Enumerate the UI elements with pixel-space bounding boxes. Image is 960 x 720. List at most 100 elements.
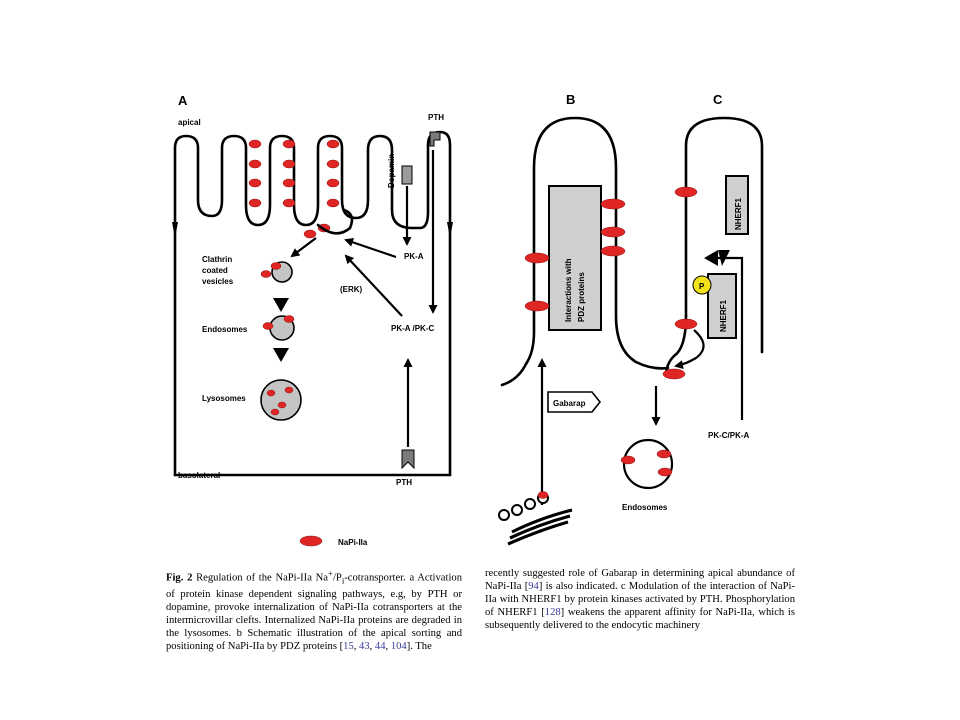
napi-transporter [674, 318, 698, 330]
tight-junction [172, 222, 178, 238]
napi-transporter [524, 300, 550, 312]
napi-fragment [284, 386, 294, 394]
napi-transporter [600, 245, 626, 257]
endosome [622, 438, 674, 490]
pkc-to-pit-arrow [344, 254, 403, 317]
kinase-arrowhead [718, 250, 730, 266]
caption-ref[interactable]: 44 [374, 641, 386, 653]
napi-transporter [270, 262, 282, 270]
pka-label: PK-A [404, 252, 424, 261]
pdz-label: Interactions with [564, 258, 573, 322]
phosphate-label: P [699, 282, 705, 291]
down-arrowhead [273, 298, 289, 312]
panel-c-membrane [684, 116, 764, 354]
pka-pkc-label: PK-A /PK-C [391, 324, 434, 333]
lysosomes-label: Lysosomes [202, 394, 246, 403]
caption-end: ]. The [406, 641, 432, 653]
napi-transporter [282, 139, 296, 149]
napi-transporter [260, 270, 272, 278]
pka-to-pit-arrow [344, 237, 397, 259]
panel-a-letter: A [178, 93, 188, 108]
napi-fragment [277, 401, 287, 409]
napi-transporter [303, 229, 317, 239]
napi-transporter [262, 322, 274, 330]
erk-label: (ERK) [340, 285, 363, 294]
legend: NaPi-IIa [299, 535, 368, 547]
panel-a: A apical basolateral PTH Dopamin [172, 93, 453, 487]
napi-transporter [248, 139, 262, 149]
tight-junction [447, 222, 453, 238]
kinase-arrowhead [704, 250, 718, 266]
napi-transporter [656, 449, 672, 459]
napi-transporter [620, 455, 636, 465]
napi-fragment [270, 408, 280, 416]
caption-ref[interactable]: 104 [390, 641, 407, 653]
caption-sub: i [341, 575, 345, 586]
panel-c: C NHERF1 NHERF1 P PK-C/PK-A Endosomes [620, 92, 764, 512]
apical-label: apical [178, 118, 201, 127]
napi-transporter [248, 159, 262, 169]
basolateral-label: basolateral [178, 471, 220, 480]
panel-c-pit-membrane [664, 314, 688, 378]
napi-transporter [657, 467, 673, 477]
panel-b-letter: B [566, 92, 575, 107]
dopamin-receptor [401, 165, 413, 185]
panel-c-letter: C [713, 92, 723, 107]
caption-body: ] is also indicated. c Modulation of the… [485, 581, 795, 619]
down-arrowhead [273, 348, 289, 362]
clathrin-label: Clathrin [202, 255, 232, 264]
panel-b-microvillus-membrane [500, 116, 670, 387]
gabarap-label: Gabarap [553, 399, 586, 408]
nherf1-label: NHERF1 [719, 299, 728, 332]
golgi-stack [498, 491, 573, 546]
napi-transporter [282, 198, 296, 208]
napi-transporter [326, 178, 340, 188]
napi-transporter [282, 159, 296, 169]
napi-transporter [674, 186, 698, 198]
napi-transporter [283, 315, 295, 323]
caption-body: -cotransporter. a Activation of protein … [166, 572, 462, 653]
caption-body: ] weakens the apparent affinity for NaPi… [485, 607, 795, 632]
napi-transporter [326, 159, 340, 169]
figure-caption-left: Fig. 2 Regulation of the NaPi-IIa Na+/Pi… [166, 568, 462, 653]
pth-receptor [429, 131, 441, 147]
caption-ref[interactable]: 128 [544, 607, 561, 619]
apical-membrane [173, 130, 452, 477]
pth-bottom-label: PTH [396, 478, 412, 487]
napi-transporter [326, 198, 340, 208]
nherf1-box [725, 175, 749, 235]
caption-sup: + [327, 568, 333, 578]
caption-mid: /P [332, 572, 342, 584]
pdz-label: PDZ proteins [577, 272, 586, 322]
caption-ref[interactable]: 15 [343, 641, 354, 653]
gabarap-tag [547, 391, 602, 413]
endosomes-label: Endosomes [622, 503, 668, 512]
endosomes-label: Endosomes [202, 325, 248, 334]
clathrin-label: vesicles [202, 277, 234, 286]
napi-transporter [326, 139, 340, 149]
legend-napi-symbol [299, 535, 323, 547]
pth-receptor [401, 449, 415, 470]
panel-b: B Interactions with PDZ proteins Gabarap [498, 92, 670, 546]
caption-intro: Regulation of the NaPi-IIa Na [196, 572, 328, 584]
kinases-label: PK-C/PK-A [708, 431, 750, 440]
napi-transporter [248, 198, 262, 208]
pdz-protein-box [548, 185, 602, 331]
napi-transporter [248, 178, 262, 188]
figure-caption-right: recently suggested role of Gabarap in de… [485, 567, 795, 632]
caption-ref[interactable]: 94 [528, 581, 539, 593]
caption-ref[interactable]: 43 [359, 641, 370, 653]
napi-transporter [537, 491, 549, 499]
napi-transporter [282, 178, 296, 188]
release-arrow [674, 329, 705, 370]
pth-top-label: PTH [428, 113, 444, 122]
legend-label: NaPi-IIa [338, 538, 368, 547]
napi-fragment [266, 389, 276, 397]
phosphate-circle [692, 275, 712, 295]
clathrin-label: coated [202, 266, 228, 275]
nherf1-label: NHERF1 [734, 197, 743, 230]
dopamin-label: Dopamin [387, 154, 396, 188]
napi-transporter [662, 368, 686, 380]
napi-transporter [524, 252, 550, 264]
